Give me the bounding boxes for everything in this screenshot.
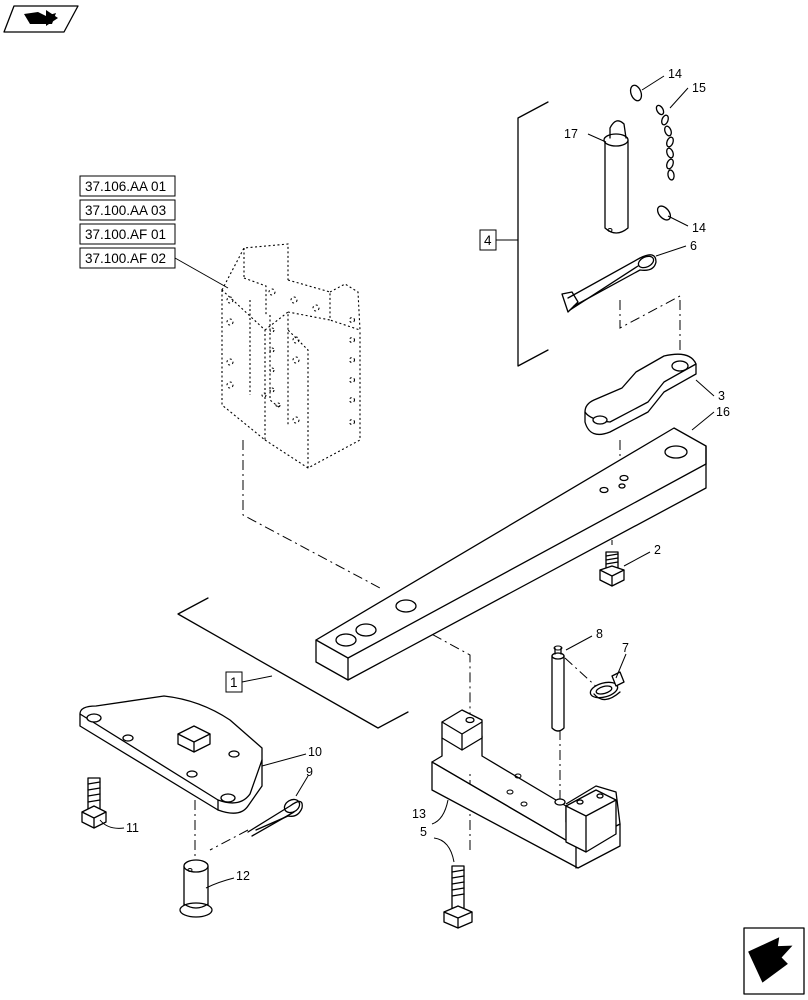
bolt-5[interactable] xyxy=(443,865,473,929)
reference-label: 37.100.AA 03 xyxy=(85,203,166,218)
callout-2: 2 xyxy=(654,543,661,557)
callout-5: 5 xyxy=(420,825,427,839)
callout-12: 12 xyxy=(236,869,250,883)
hairpin-clip-9[interactable] xyxy=(247,797,303,837)
group-1-label: 1 xyxy=(230,675,238,690)
callout-13: 13 xyxy=(412,807,426,821)
reference-label: 37.106.AA 01 xyxy=(85,179,166,194)
callout-8: 8 xyxy=(596,627,603,641)
reference-box[interactable] xyxy=(79,175,176,197)
group-4-label: 4 xyxy=(484,233,492,248)
callout-6: 6 xyxy=(690,239,697,253)
spring-clip-6[interactable] xyxy=(561,254,657,313)
snap-ring-14a[interactable] xyxy=(629,84,644,102)
group-4-bracket: 4 xyxy=(479,101,549,367)
callout-11: 11 xyxy=(126,821,139,835)
callout-7: 7 xyxy=(622,641,629,655)
reference-label: 37.100.AF 01 xyxy=(85,227,166,242)
callout-10: 10 xyxy=(308,745,322,759)
callout-15: 15 xyxy=(692,81,706,95)
pin-8[interactable] xyxy=(551,645,565,732)
reference-list: 37.106.AA 01 37.100.AA 03 37.100.AF 01 3… xyxy=(79,175,229,289)
callout-14a: 14 xyxy=(668,67,682,81)
next-page-arrow-icon[interactable] xyxy=(743,927,805,995)
callout-numbers: 14 15 17 14 6 3 16 2 8 7 10 9 11 12 13 5 xyxy=(126,67,730,883)
snap-ring-14b[interactable] xyxy=(655,204,673,223)
support-block-13[interactable] xyxy=(431,709,621,869)
bolt-11[interactable] xyxy=(81,777,107,829)
leader-lines xyxy=(99,75,715,889)
chain-15[interactable] xyxy=(655,104,675,181)
reference-label: 37.100.AF 02 xyxy=(85,251,166,266)
group-1-box[interactable] xyxy=(225,671,243,693)
callout-16: 16 xyxy=(716,405,730,419)
drawbar-link-3[interactable] xyxy=(584,353,697,436)
callout-17: 17 xyxy=(564,127,578,141)
group-4-box[interactable] xyxy=(479,229,497,251)
reference-box[interactable] xyxy=(79,199,176,221)
bolt-2[interactable] xyxy=(599,551,625,587)
pin-12[interactable] xyxy=(179,859,213,918)
drawbar-16[interactable] xyxy=(315,427,707,681)
callout-9: 9 xyxy=(306,765,313,779)
book-arrow-icon[interactable] xyxy=(3,5,79,33)
callout-14b: 14 xyxy=(692,221,706,235)
reference-box[interactable] xyxy=(79,223,176,245)
linch-pin-7[interactable] xyxy=(589,671,625,701)
plate-10[interactable] xyxy=(79,695,263,814)
hitch-housing-reference xyxy=(221,243,361,469)
callout-3: 3 xyxy=(718,389,725,403)
group-1-bracket: 1 xyxy=(177,597,409,729)
pin-17[interactable] xyxy=(603,120,629,234)
